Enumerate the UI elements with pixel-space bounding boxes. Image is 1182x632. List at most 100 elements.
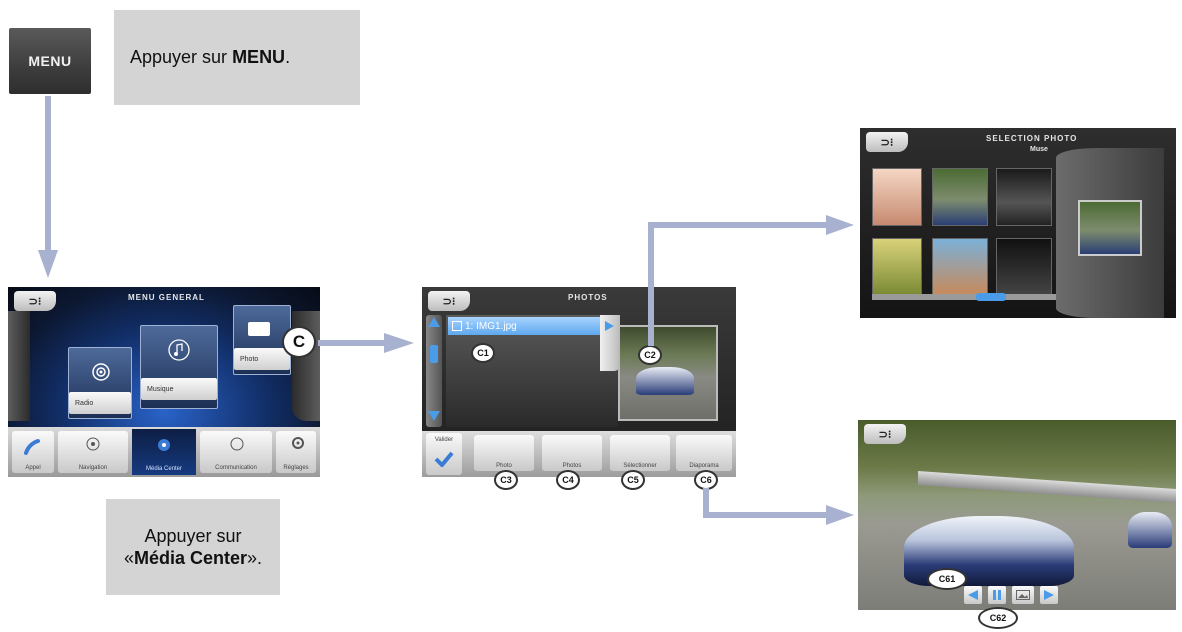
- media-center-label: Média Center: [145, 466, 183, 472]
- communication-icon: [230, 437, 244, 451]
- radio-label: Radio: [69, 392, 131, 414]
- callout-c: C: [282, 326, 316, 358]
- instruction2-quote-open: «: [123, 548, 134, 568]
- connector-c6-vertical: [703, 488, 709, 518]
- instruction-press-menu: Appuyer sur MENU.: [114, 10, 360, 105]
- selection-scroll-thumb[interactable]: [976, 293, 1006, 301]
- bar-button-2-label: Photos: [562, 463, 582, 469]
- callout-c3: C3: [494, 470, 518, 490]
- back-button[interactable]: ⊃⁝: [428, 291, 470, 311]
- triangle-left-icon: [968, 590, 978, 600]
- callout-c62: C62: [978, 607, 1018, 629]
- bar-button-1-label: Photo: [496, 463, 512, 469]
- bar-button-3-label: Sélectionner: [623, 463, 657, 469]
- callout-c4: C4: [556, 470, 580, 490]
- arrow-right-icon: [826, 215, 854, 235]
- bar-button-4[interactable]: Diaporama: [676, 435, 732, 471]
- triangle-right-icon: [605, 321, 614, 331]
- thumbnail-3[interactable]: [996, 168, 1052, 226]
- left-panel: [8, 311, 30, 421]
- bar-button-1[interactable]: Photo: [474, 435, 534, 471]
- instruction-text: Appuyer sur MENU.: [130, 47, 290, 68]
- back-button[interactable]: ⊃⁝: [864, 424, 906, 444]
- instruction-text-bold: MENU: [232, 47, 286, 67]
- callout-c61: C61: [927, 568, 967, 590]
- thumbnail-2[interactable]: [932, 168, 988, 226]
- thumbnail-1[interactable]: [872, 168, 922, 226]
- thumbnail-5[interactable]: [932, 238, 988, 296]
- photo-viewer-screen: ⊃⁝: [858, 420, 1176, 610]
- track-barrier: [918, 470, 1176, 504]
- reglages-label: Réglages: [283, 465, 309, 471]
- scroll-down-icon[interactable]: [428, 411, 440, 421]
- communication-label: Communication: [215, 465, 257, 471]
- photo-icon: [248, 322, 270, 336]
- musique-label: Musique: [141, 378, 217, 400]
- instruction-text-post: .: [285, 47, 291, 67]
- musique-tile[interactable]: Musique: [140, 325, 218, 409]
- arrow-down-icon: [38, 250, 58, 278]
- valider-label: Valider: [434, 437, 454, 443]
- instruction2-text-pre: Appuyer sur: [144, 526, 242, 546]
- photos-screen: ⊃⁝ PHOTOS 1: IMG1.jpg Valider Photo Phot…: [422, 287, 736, 477]
- checkbox-icon: [452, 321, 462, 331]
- gear-icon: [292, 437, 304, 449]
- appel-button[interactable]: Appel: [12, 431, 54, 473]
- callout-c1: C1: [471, 343, 495, 363]
- triangle-right-icon: [1044, 590, 1054, 600]
- list-item-selected[interactable]: 1: IMG1.jpg: [448, 317, 600, 335]
- arrow-right-icon: [384, 333, 414, 353]
- back-button[interactable]: ⊃⁝: [866, 132, 908, 152]
- menu-general-screen: ⊃⁝ MENU GENERAL Radio Musique Photo Appe…: [8, 287, 320, 477]
- pause-icon: [993, 590, 1001, 600]
- screen-subtitle: Muse: [1030, 146, 1048, 153]
- connector-vertical: [45, 96, 51, 254]
- menu-hardware-button[interactable]: MENU: [9, 28, 91, 94]
- reglages-button[interactable]: Réglages: [276, 431, 316, 473]
- bar-button-3[interactable]: Sélectionner: [610, 435, 670, 471]
- bar-button-2[interactable]: Photos: [542, 435, 602, 471]
- valider-button[interactable]: Valider: [426, 433, 462, 475]
- selection-photo-screen: ⊃⁝ SELECTION PHOTO Muse: [860, 128, 1176, 318]
- compass-icon: [86, 437, 100, 451]
- media-center-button[interactable]: Média Center: [132, 429, 196, 475]
- instruction2-text-post: ».: [247, 548, 263, 568]
- selection-preview-image: [1078, 200, 1142, 256]
- arrow-right-icon: [826, 505, 854, 525]
- connector-c2-vertical: [648, 222, 654, 346]
- scroll-thumb[interactable]: [430, 345, 438, 363]
- instruction-text-pre: Appuyer sur: [130, 47, 233, 67]
- pause-button[interactable]: [988, 586, 1006, 604]
- thumbnail-4[interactable]: [872, 238, 922, 296]
- connector-c2-horizontal: [648, 222, 828, 228]
- callout-c2: C2: [638, 345, 662, 365]
- instruction-press-media-center: Appuyer sur «Média Center».: [106, 499, 280, 595]
- music-note-icon: [168, 339, 190, 361]
- scroll-column: [426, 315, 442, 427]
- connector-menu-to-photos: [318, 340, 388, 346]
- media-center-icon: [158, 439, 170, 451]
- race-car-shape: [636, 367, 694, 395]
- radio-tile[interactable]: Radio: [68, 347, 132, 419]
- bar-button-4-label: Diaporama: [689, 463, 719, 469]
- phone-icon: [24, 439, 40, 455]
- callout-c6: C6: [694, 470, 718, 490]
- screen-title: MENU GENERAL: [128, 293, 205, 302]
- back-button[interactable]: ⊃⁝: [14, 291, 56, 311]
- callout-c5: C5: [621, 470, 645, 490]
- list-item-label: 1: IMG1.jpg: [465, 320, 517, 332]
- connector-c6-horizontal: [703, 512, 827, 518]
- appel-label: Appel: [25, 465, 41, 471]
- screen-title: PHOTOS: [568, 293, 608, 302]
- race-car-second: [1128, 512, 1172, 548]
- screen-title: SELECTION PHOTO: [986, 134, 1078, 143]
- scroll-up-icon[interactable]: [428, 317, 440, 327]
- instruction2-text-bold: Média Center: [133, 548, 248, 568]
- instruction2-line2: «Média Center».: [124, 547, 262, 569]
- thumbnail-6[interactable]: [996, 238, 1052, 296]
- image-icon: [1016, 590, 1030, 600]
- photo-tile[interactable]: Photo: [233, 305, 291, 375]
- radio-icon: [92, 363, 110, 381]
- selection-scroll-track: [872, 294, 1056, 300]
- check-icon: [434, 451, 454, 467]
